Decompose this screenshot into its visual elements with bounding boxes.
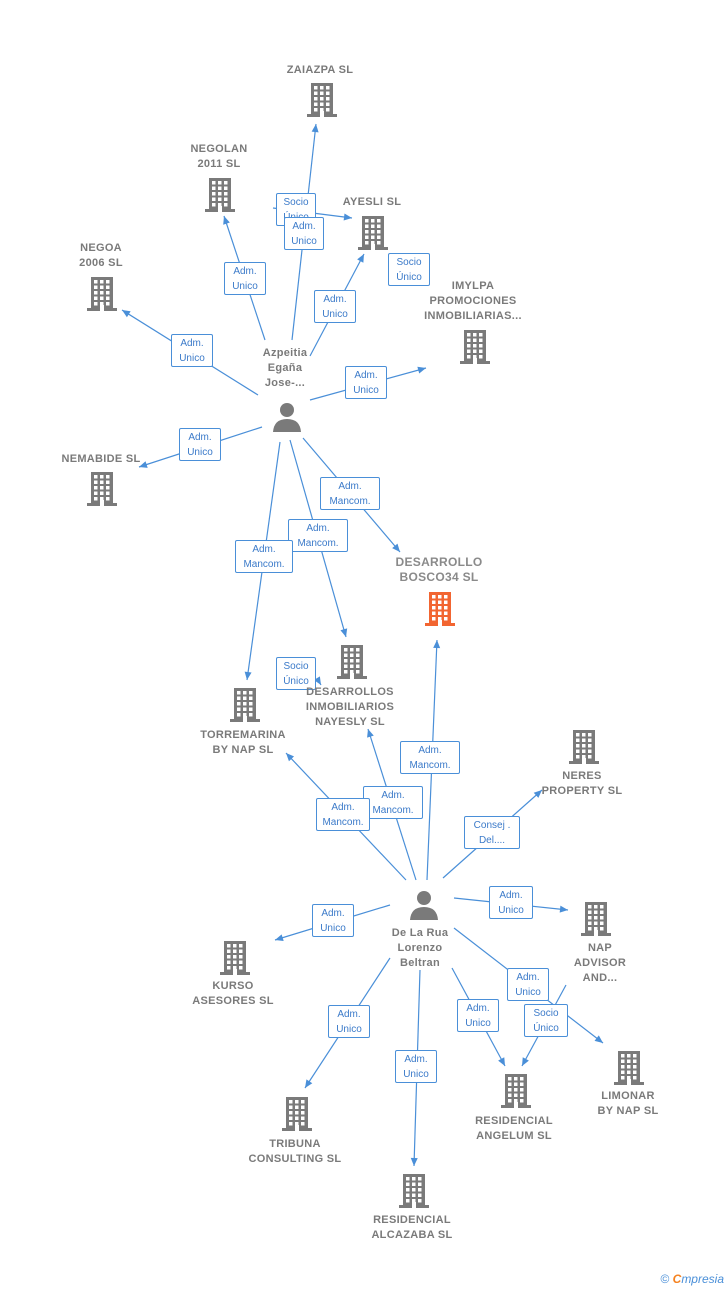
node-label-limonar[interactable]: LIMONAR BY NAP SL (597, 1090, 659, 1117)
arrowhead-icon (311, 124, 319, 133)
relation-label[interactable]: Adm. Unico (171, 334, 213, 367)
building-icon[interactable] (230, 688, 260, 722)
edge-e12 (313, 676, 322, 686)
node-label-ayesli[interactable]: AYESLI SL (342, 196, 402, 208)
node-label-negoa[interactable]: NEGOA 2006 SL (79, 242, 123, 269)
node-label-zaiazpa[interactable]: ZAIAZPA SL (286, 64, 354, 76)
building-icon[interactable] (337, 645, 367, 679)
relation-label[interactable]: Adm. Unico (345, 366, 387, 399)
node-label-delarua[interactable]: De La Rua Lorenzo Beltran (391, 927, 449, 969)
node-label-residencial-alcazaba[interactable]: RESIDENCIAL ALCAZABA SL (371, 1214, 453, 1241)
building-icon[interactable] (460, 330, 490, 364)
relation-label[interactable]: Adm. Unico (284, 217, 324, 250)
node-label-desarrollos-nayesly[interactable]: DESARROLLOS INMOBILIARIOS NAYESLY SL (305, 686, 395, 728)
relation-label[interactable]: Socio Único (388, 253, 430, 286)
arrowhead-icon (305, 1079, 313, 1088)
node-label-nap-advisor[interactable]: NAP ADVISOR AND... (573, 942, 627, 984)
relation-label[interactable]: Adm. Mancom. (316, 798, 370, 831)
relation-label[interactable]: Adm. Mancom. (363, 786, 423, 819)
arrowhead-icon (522, 1057, 529, 1066)
relation-label[interactable]: Adm. Mancom. (400, 741, 460, 774)
node-label-desarrollo-bosco[interactable]: DESARROLLO BOSCO34 SL (395, 555, 483, 584)
relation-label[interactable]: Consej . Del.... (464, 816, 520, 849)
building-icon[interactable] (358, 216, 388, 250)
arrowhead-icon (559, 905, 568, 913)
arrowhead-icon (417, 366, 426, 374)
building-icon[interactable] (220, 941, 250, 975)
arrowhead-icon (286, 753, 295, 762)
node-label-kurso[interactable]: KURSO ASESORES SL (192, 980, 274, 1007)
building-icon[interactable] (205, 178, 235, 212)
building-icon[interactable] (614, 1051, 644, 1085)
arrowhead-icon (139, 461, 148, 468)
relation-label[interactable]: Adm. Mancom. (288, 519, 348, 552)
arrowhead-icon (122, 310, 131, 318)
relation-label[interactable]: Socio Único (524, 1004, 568, 1037)
arrowhead-icon (275, 934, 284, 942)
building-icon[interactable] (87, 472, 117, 506)
brand-initial: C (672, 1272, 682, 1286)
building-icon[interactable] (307, 83, 337, 117)
node-label-azpeitia[interactable]: Azpeitia Egaña Jose-... (262, 347, 308, 389)
building-icon[interactable] (87, 277, 117, 311)
building-icon[interactable] (399, 1174, 429, 1208)
arrowhead-icon (357, 254, 364, 263)
building-icon[interactable] (581, 902, 611, 936)
relation-label[interactable]: Adm. Mancom. (320, 477, 380, 510)
node-label-tribuna[interactable]: TRIBUNA CONSULTING SL (248, 1138, 342, 1165)
node-label-residencial-angelum[interactable]: RESIDENCIAL ANGELUM SL (475, 1115, 553, 1142)
building-icon[interactable] (501, 1074, 531, 1108)
relation-label[interactable]: Adm. Unico (457, 999, 499, 1032)
building-icon[interactable] (282, 1097, 312, 1131)
building-icon[interactable] (425, 592, 455, 626)
building-icon[interactable] (569, 730, 599, 764)
arrowhead-icon (410, 1157, 418, 1166)
person-icon[interactable] (410, 891, 438, 920)
arrowhead-icon (343, 213, 352, 221)
arrowhead-icon (433, 640, 441, 649)
arrowhead-icon (533, 790, 542, 798)
relation-label[interactable]: Adm. Unico (224, 262, 266, 295)
node-label-neres[interactable]: NERES PROPERTY SL (541, 770, 623, 797)
relation-label[interactable]: Adm. Unico (395, 1050, 437, 1083)
node-label-nemabide[interactable]: NEMABIDE SL (61, 453, 141, 465)
relation-label[interactable]: Socio Único (276, 657, 316, 690)
node-label-negolan[interactable]: NEGOLAN 2011 SL (190, 143, 248, 170)
node-label-imylpa[interactable]: IMYLPA PROMOCIONES INMOBILIARIAS... (424, 280, 522, 322)
relation-label[interactable]: Adm. Unico (507, 968, 549, 1001)
relation-label[interactable]: Adm. Unico (314, 290, 356, 323)
relation-label[interactable]: Adm. Unico (179, 428, 221, 461)
person-icon[interactable] (273, 403, 301, 432)
empresia-logo: © Cmpresia (660, 1272, 724, 1286)
relation-label[interactable]: Adm. Unico (328, 1005, 370, 1038)
arrowhead-icon (313, 676, 321, 685)
relation-label[interactable]: Adm. Unico (312, 904, 354, 937)
brand-name: mpresia (681, 1272, 724, 1286)
arrowhead-icon (340, 628, 348, 637)
arrowhead-icon (392, 543, 400, 552)
arrowhead-icon (367, 729, 374, 738)
arrowhead-icon (594, 1035, 603, 1043)
arrowhead-icon (498, 1057, 505, 1066)
arrowhead-icon (244, 671, 252, 680)
node-label-torremarina[interactable]: TORREMARINA BY NAP SL (200, 729, 286, 756)
arrowhead-icon (223, 216, 230, 225)
relation-label[interactable]: Adm. Mancom. (235, 540, 293, 573)
copyright-symbol: © (660, 1272, 670, 1286)
relation-label[interactable]: Adm. Unico (489, 886, 533, 919)
